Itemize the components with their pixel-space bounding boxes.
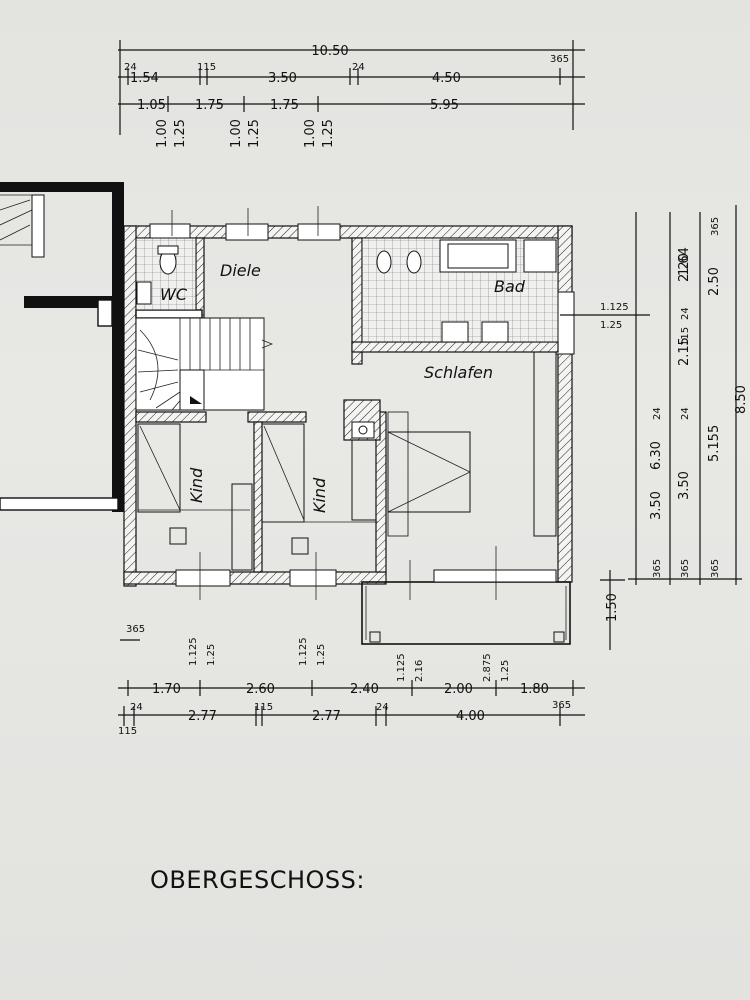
dim-24v: 24 (652, 407, 663, 420)
dim-215: 2.15 (677, 337, 692, 366)
dim-164: 1.64 (677, 247, 692, 276)
dim-365v: 365 (652, 559, 663, 578)
label-bad: Bad (494, 277, 526, 296)
dim-180: 1.80 (520, 682, 549, 697)
dim-24v3: 24 (680, 407, 691, 420)
kinderzimmer-right: Kind (261, 423, 378, 555)
bh-2: 1.25 (206, 644, 217, 666)
dim-24: 24 (124, 62, 137, 73)
dim-350v: 3.50 (649, 491, 664, 520)
dim-175b: 1.75 (270, 98, 299, 113)
dim-250: 2.50 (707, 267, 722, 296)
dim-200: 2.00 (444, 682, 473, 697)
balcony-depth: 1.50 (605, 593, 620, 622)
dim-595: 5.95 (430, 98, 459, 113)
win-b3: 1.25 (321, 119, 336, 148)
wc-room: WC (135, 237, 197, 311)
kinderzimmer-left: Kind (137, 423, 253, 571)
win-dim-a: 1.125 (600, 302, 629, 313)
dim-630: 6.30 (649, 441, 664, 470)
win-b2: 1.25 (247, 119, 262, 148)
dim-5155: 5.155 (707, 425, 722, 462)
dim-350v2: 3.50 (677, 471, 692, 500)
label-wc: WC (160, 285, 188, 304)
dim-24d: 24 (376, 702, 389, 713)
dim-277a: 2.77 (188, 709, 217, 724)
dim-115c: 115 (254, 702, 273, 713)
dim-365v4: 365 (710, 559, 721, 578)
schlafzimmer: Schlafen (387, 351, 557, 537)
bh-4: 1.25 (316, 644, 327, 666)
bath-room: Bad (361, 237, 559, 343)
dim-365v3: 365 (710, 217, 721, 236)
overall-depth: 8.50 (734, 385, 749, 414)
win-b1: 1.25 (173, 119, 188, 148)
dim-115v: 115 (680, 327, 691, 346)
dim-365v2: 365 (680, 559, 691, 578)
dim-24b: 24 (352, 62, 365, 73)
label-schlafen: Schlafen (424, 363, 493, 382)
win-h1: 1.00 (155, 119, 170, 148)
dim-365: 365 (550, 54, 569, 65)
dim-154: 1.54 (130, 71, 159, 86)
dim-260: 2.60 (246, 682, 275, 697)
bh-3: 1.125 (298, 637, 309, 666)
staircase (135, 317, 274, 411)
dim-365b: 365 (126, 624, 145, 635)
dim-220: 2.20 (677, 253, 692, 282)
dim-170: 1.70 (152, 682, 181, 697)
dim-450: 4.50 (432, 71, 461, 86)
win-h2: 1.00 (229, 119, 244, 148)
label-diele: Diele (220, 261, 261, 280)
dim-400: 4.00 (456, 709, 485, 724)
bh-5: 1.125 (396, 653, 407, 682)
right-dimension-chains: 1.125 1.25 6.30 3.50 24 365 2.20 1.64 24… (560, 205, 749, 650)
dim-115b: 115 (118, 726, 137, 737)
bh-7: 2.875 (482, 653, 493, 682)
adjacent-house (0, 182, 124, 512)
dim-175a: 1.75 (195, 98, 224, 113)
dim-277b: 2.77 (312, 709, 341, 724)
dim-24c: 24 (130, 702, 143, 713)
balcony (361, 546, 571, 645)
label-kind-right: Kind (310, 477, 329, 513)
bh-1: 1.125 (188, 637, 199, 666)
dim-115: 115 (197, 62, 216, 73)
plan-title: OBERGESCHOSS: (150, 866, 365, 894)
overall-width: 10.50 (311, 44, 348, 59)
win-dim-b: 1.25 (600, 320, 622, 331)
label-kind-left: Kind (187, 467, 206, 503)
dim-24v2: 24 (680, 307, 691, 320)
center-marks (171, 206, 319, 600)
dim-105: 1.05 (137, 98, 166, 113)
dim-240: 2.40 (350, 682, 379, 697)
bh-6: 2.16 (414, 660, 425, 682)
bottom-dimension-chains: 365 1.125 1.25 1.125 1.25 1.125 2.16 2.8… (118, 624, 585, 737)
dim-350: 3.50 (268, 71, 297, 86)
win-h3: 1.00 (303, 119, 318, 148)
top-dimension-chains: 10.50 24 1.54 115 3.50 24 4.50 365 1.05 … (118, 40, 585, 148)
bh-8: 1.25 (500, 660, 511, 682)
dim-365c: 365 (552, 700, 571, 711)
